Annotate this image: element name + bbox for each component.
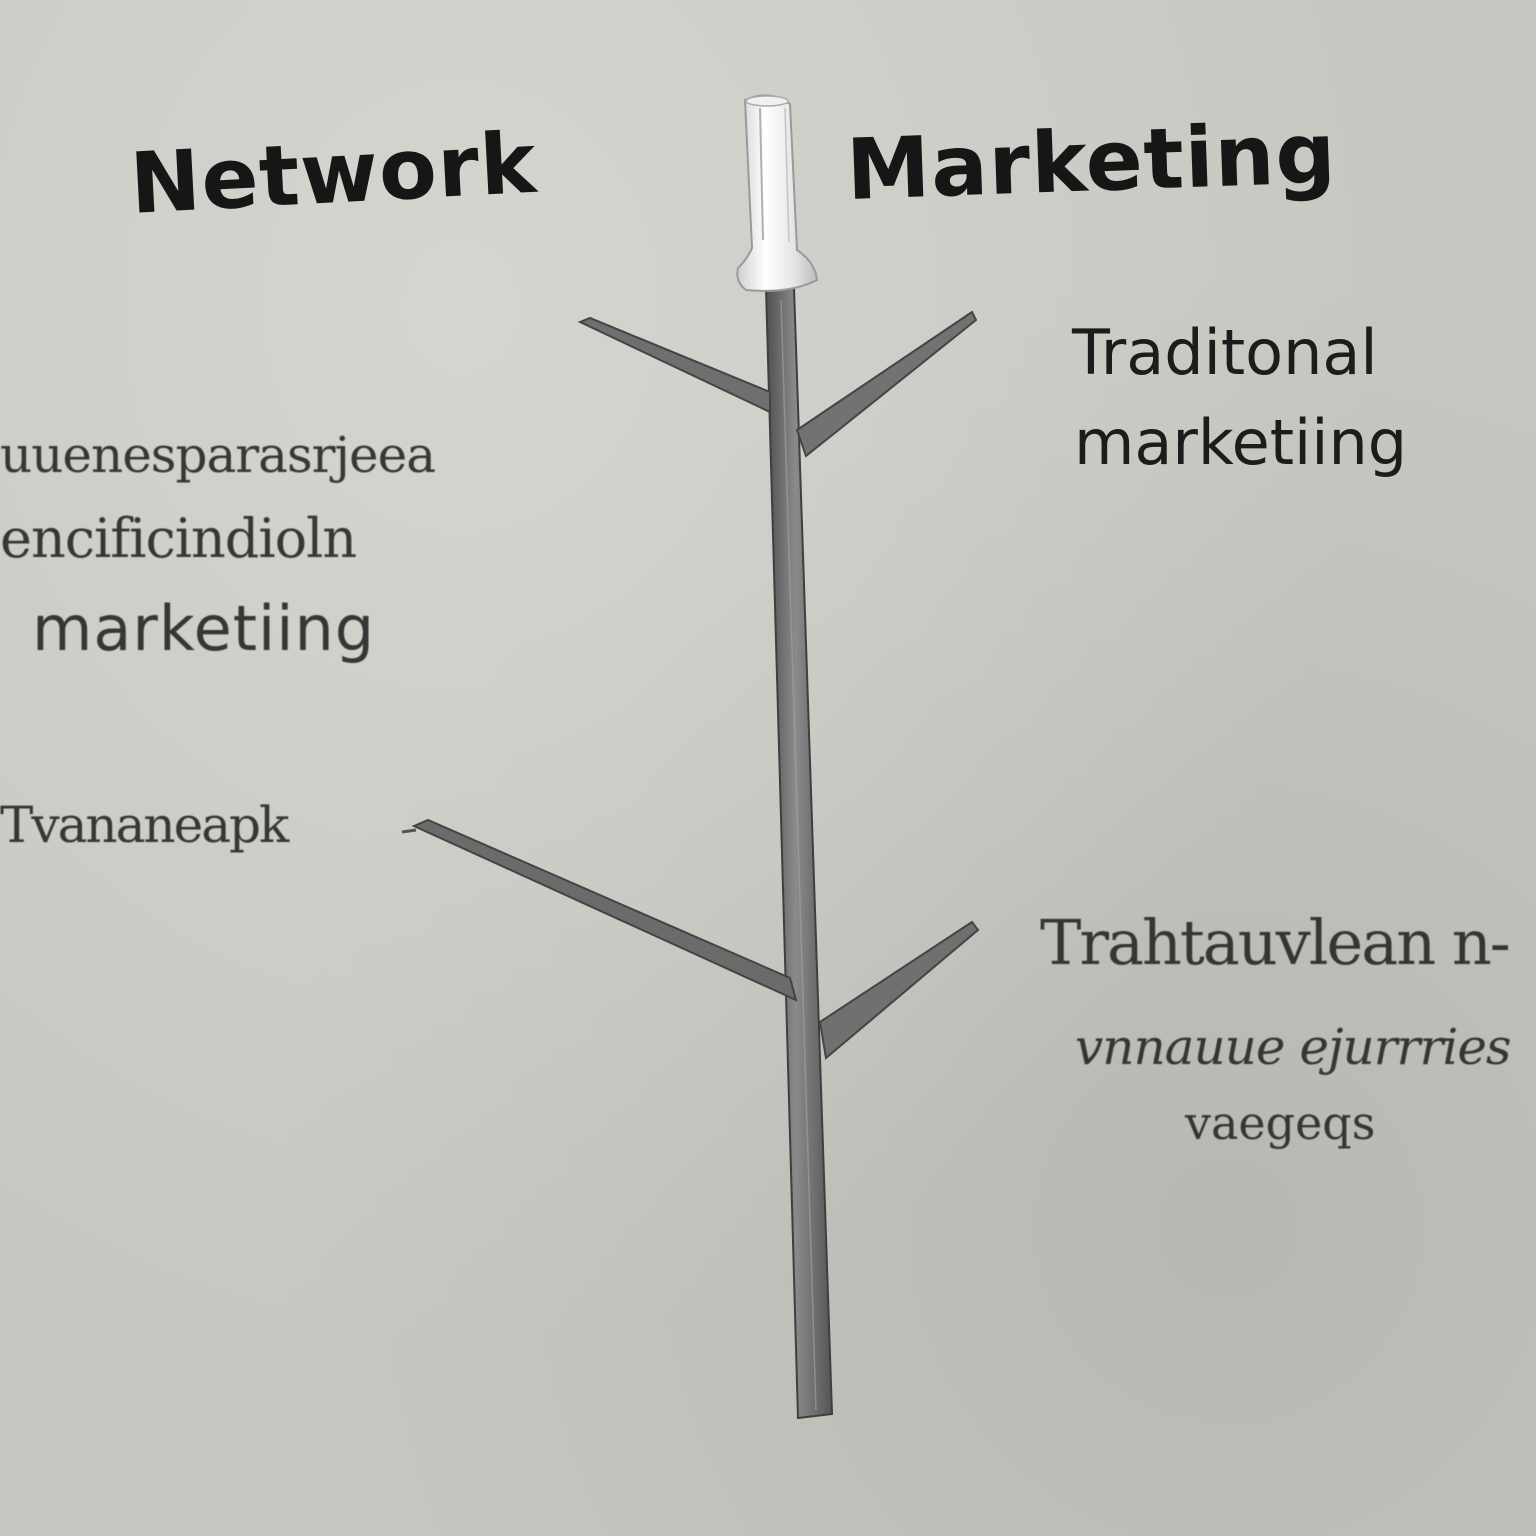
- left-label-line-3: marketiing: [32, 592, 376, 665]
- title-marketing: Marketing: [844, 103, 1339, 219]
- right-bottom-label-line-3: vaegeqs: [1185, 1096, 1376, 1150]
- left-label-line-1: uuenesparasrjeea: [0, 426, 436, 484]
- title-network: Network: [127, 113, 540, 233]
- branch-upper-left: [577, 316, 771, 414]
- right-top-label-line-2: marketiing: [1074, 406, 1408, 479]
- right-top-label-line-1: Traditonal: [1072, 316, 1378, 389]
- branch-lower-left: [411, 818, 798, 1002]
- right-bottom-label-line-2: vnnauue ejurrries: [1075, 1018, 1512, 1076]
- left-label-line-4: Tvananeapk: [0, 796, 289, 854]
- branch-upper-right: [795, 310, 978, 458]
- cap-icon: [736, 94, 819, 292]
- left-label-line-2: encificindioln: [0, 507, 357, 570]
- branch-lower-right: [818, 920, 980, 1060]
- right-bottom-label-line-1: Trahtauvlean n-: [1040, 906, 1511, 979]
